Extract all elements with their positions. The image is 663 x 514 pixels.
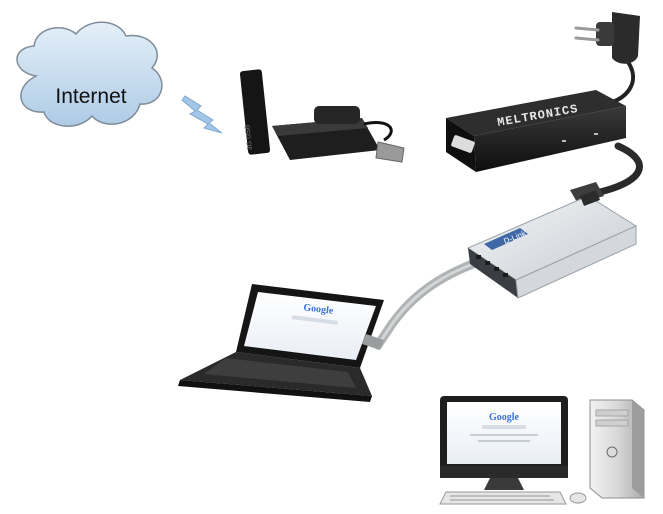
adapter-pin-bottom	[574, 36, 600, 42]
modem-cap	[314, 106, 360, 124]
usb-modem: 3G USB	[239, 69, 405, 163]
modem-stick	[239, 69, 271, 155]
switch-front	[468, 248, 518, 298]
wireless-signal-icon	[181, 95, 223, 134]
desktop-search-bar	[482, 425, 526, 429]
adapter-neck	[596, 22, 614, 46]
keyboard-keys	[450, 495, 554, 501]
cloud-icon	[16, 21, 163, 127]
usb-plug	[375, 141, 405, 163]
power-adapter	[574, 12, 640, 64]
switch-stripe	[484, 228, 528, 250]
desktop-screen-text-line	[470, 434, 538, 436]
router: MELTRONICS	[446, 90, 626, 204]
tower-side	[632, 400, 644, 498]
switch-port-row	[476, 255, 508, 277]
keyboard	[439, 491, 567, 505]
modem-cord	[363, 121, 393, 142]
mouse	[569, 492, 587, 504]
monitor-chin	[440, 466, 568, 478]
tower-logo	[606, 446, 618, 458]
laptop-keyboard	[204, 358, 356, 388]
desktop-computer: Google	[439, 396, 645, 505]
modem-text: 3G USB	[244, 124, 254, 151]
internet-cloud: Internet	[16, 21, 163, 127]
switch-laptop-cable-shade	[376, 260, 480, 347]
laptop-screen	[244, 292, 376, 360]
router-led-2	[562, 140, 566, 142]
tower-drive-bay-2	[595, 419, 629, 427]
monitor-screen	[447, 402, 561, 464]
switch-port-plug	[580, 190, 600, 206]
desktop-search-logo: Google	[489, 412, 520, 423]
switch: D-Link	[466, 190, 638, 299]
desktop-screen-text-line-2	[478, 440, 530, 442]
laptop-front-edge	[178, 380, 372, 402]
tower-drive-bay	[595, 409, 629, 417]
cloud-label: Internet	[55, 85, 126, 108]
laptop-search-bar	[291, 315, 339, 325]
router-switch-cable	[586, 142, 643, 200]
router-usb-port	[451, 135, 475, 153]
router-led	[594, 133, 598, 135]
monitor-stand	[484, 478, 524, 490]
laptop-laptop-icon	[362, 334, 384, 350]
adapter-pin-top	[574, 26, 600, 32]
switch-laptop-cable	[373, 257, 483, 350]
router-top	[446, 90, 626, 136]
power-adapter-icon	[612, 12, 640, 64]
router-router-icon	[474, 106, 626, 172]
laptop-search-logo: Google	[303, 302, 335, 317]
switch-side	[515, 225, 637, 299]
laptop: Google	[178, 284, 384, 402]
